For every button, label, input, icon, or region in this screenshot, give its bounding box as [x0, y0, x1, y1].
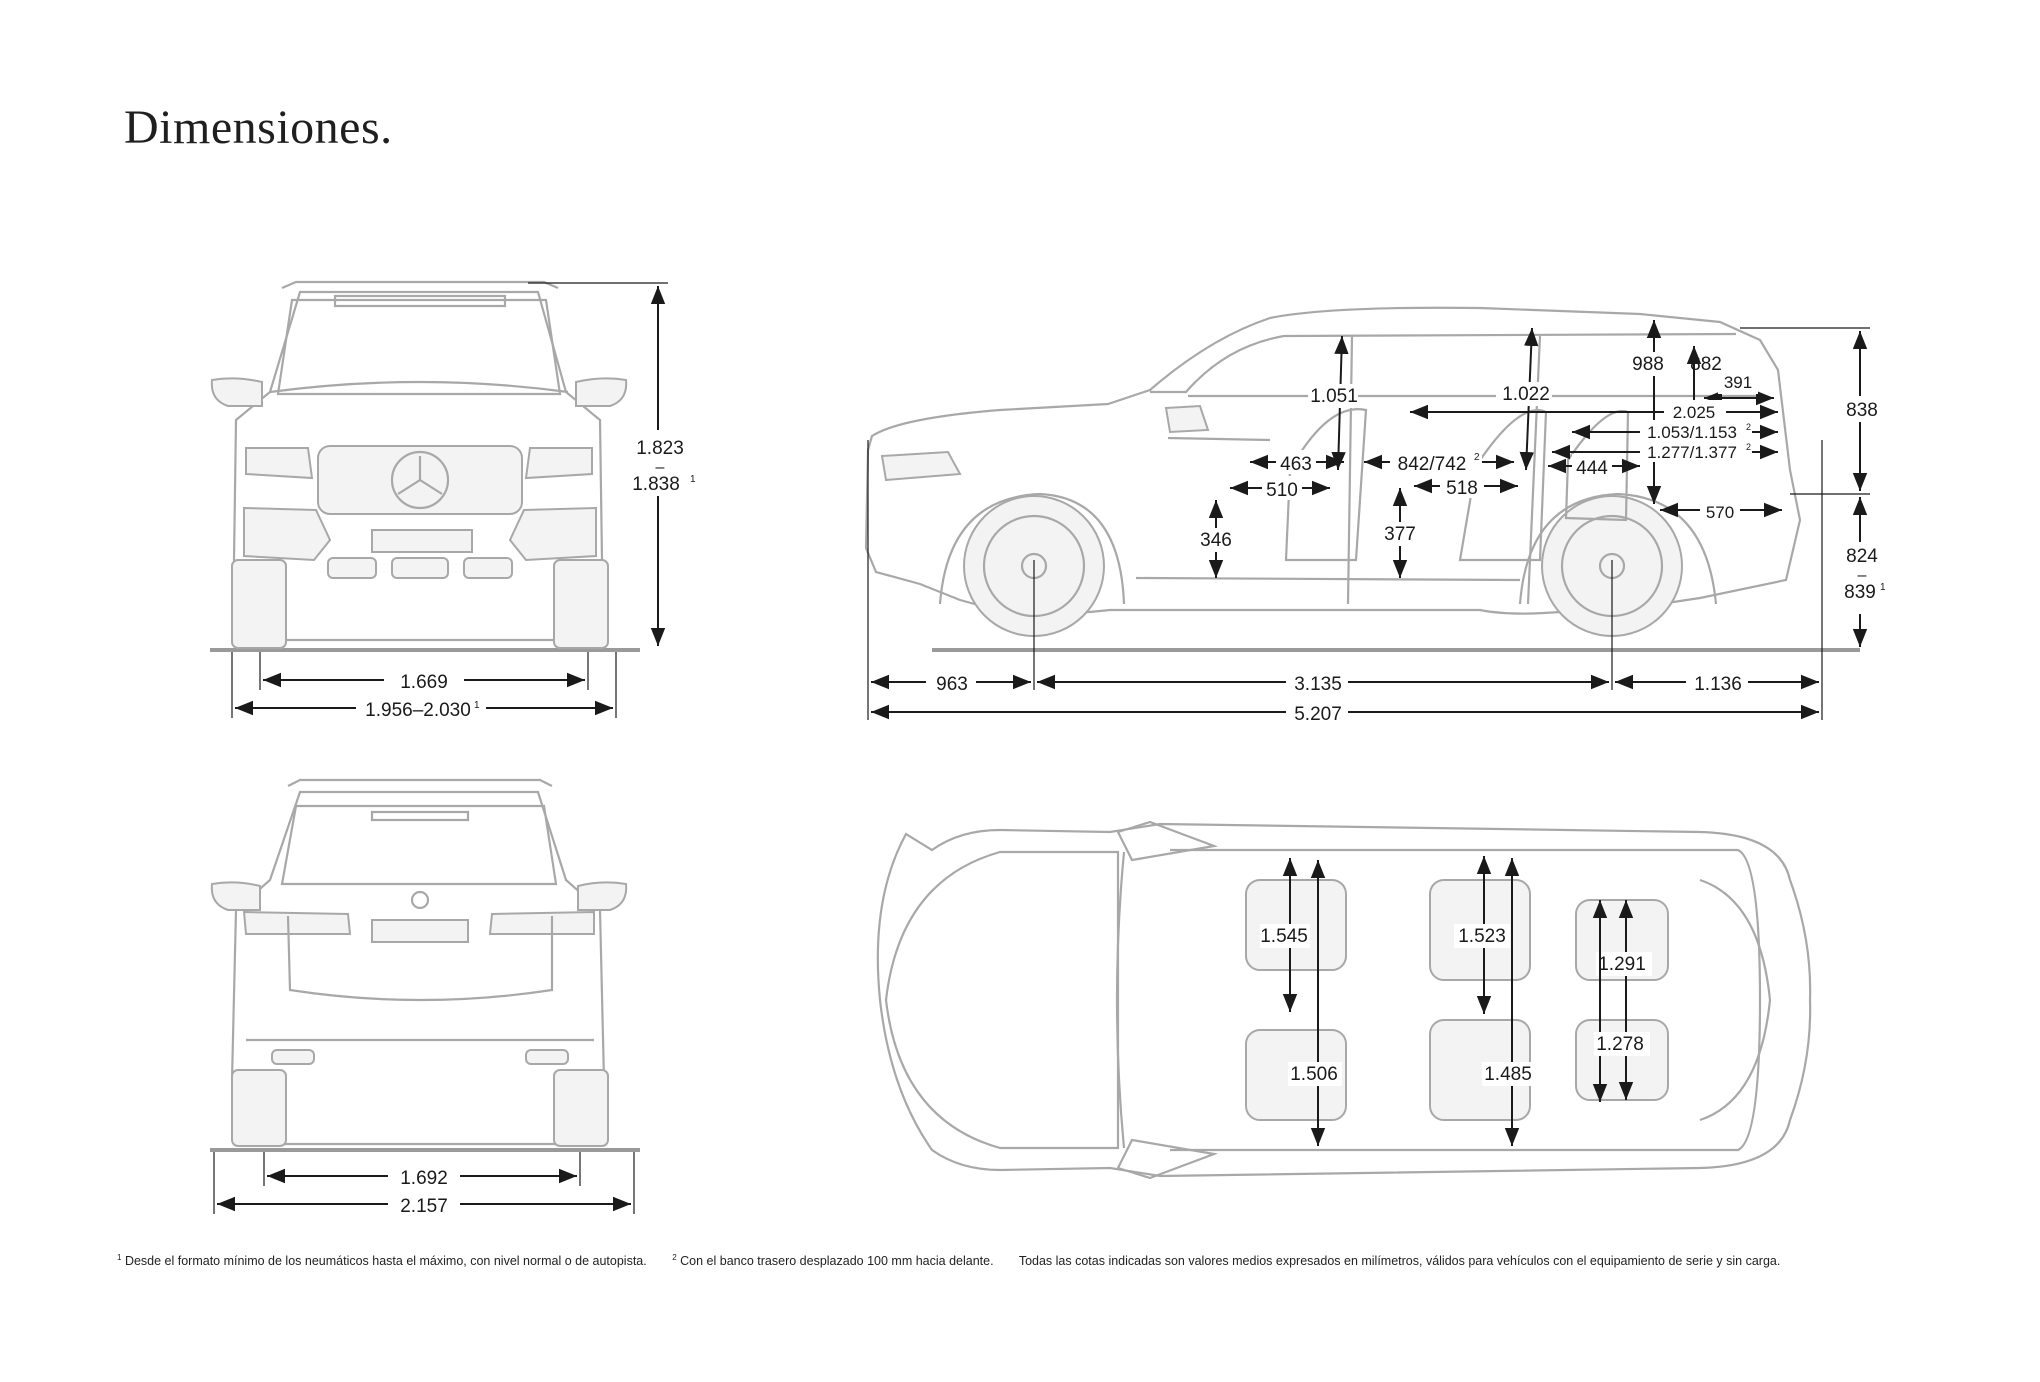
headroom-row1-value: 1.051 [1310, 386, 1358, 407]
side-view: 963 3.135 1.136 5.207 1.051 1.022 988 [864, 306, 1892, 725]
footnote-2: 2 Con el banco trasero desplazado 100 mm… [672, 1253, 994, 1269]
cargo-2025-value: 2.025 [1673, 403, 1716, 422]
cargo-1053-sup: 2 [1746, 422, 1751, 432]
page-title: Dimensiones. [124, 101, 393, 154]
elbow-row2-value: 1.485 [1484, 1064, 1532, 1085]
cargo-1277-sup: 2 [1746, 442, 1751, 452]
cargo-570-value: 570 [1706, 503, 1734, 522]
lower-824-value: 824 [1846, 546, 1878, 567]
shoulder-row2-value: 1.523 [1458, 926, 1506, 947]
legroom-518-value: 518 [1446, 478, 1478, 499]
shoulder-row3-value: 1.291 [1598, 954, 1646, 975]
legroom-444-value: 444 [1576, 458, 1608, 479]
elbow-row3-value: 1.278 [1596, 1034, 1644, 1055]
front-width-sup: 1 [474, 700, 480, 711]
lower-839-sup: 1 [1880, 582, 1886, 593]
length-value: 5.207 [1294, 704, 1342, 725]
headroom-row3b-value: 882 [1690, 354, 1722, 375]
cargo-1053-value: 1.053/1.153 [1647, 423, 1737, 442]
top-view: 1.545 1.506 1.523 1.485 1.291 1.278 [876, 820, 1812, 1180]
elbow-row1-value: 1.506 [1290, 1064, 1338, 1085]
seat-346-value: 346 [1200, 530, 1232, 551]
footnote-3: Todas las cotas indicadas son valores me… [1018, 1254, 1781, 1269]
legroom-842-value: 842/742 [1398, 454, 1467, 475]
rear-width-value: 2.157 [400, 1196, 448, 1217]
upper-838-value: 838 [1846, 400, 1878, 421]
front-height-sep: – [656, 459, 665, 476]
legroom-510-value: 510 [1266, 480, 1298, 501]
shoulder-row1-value: 1.545 [1260, 926, 1308, 947]
front-view: 1.823 – 1.838 1 1.669 1.956–2.030 1 [210, 280, 696, 721]
seat-377-value: 377 [1384, 524, 1416, 545]
wheelbase-value: 3.135 [1294, 674, 1342, 695]
rear-overhang-value: 1.136 [1694, 674, 1742, 695]
rear-car-outline [210, 778, 628, 1147]
front-width-value: 1.956–2.030 [365, 700, 471, 721]
cargo-391-value: 391 [1724, 373, 1752, 392]
lower-839-value: 839 [1844, 582, 1876, 603]
top-car-outline [876, 820, 1812, 1180]
front-height-alt-sup: 1 [690, 474, 696, 485]
cargo-1277-value: 1.277/1.377 [1647, 443, 1737, 462]
front-car-outline [210, 280, 628, 649]
rear-track-value: 1.692 [400, 1168, 448, 1189]
front-overhang-value: 963 [936, 674, 968, 695]
headroom-row2-value: 1.022 [1502, 384, 1550, 405]
legroom-842-sup: 2 [1474, 452, 1480, 463]
front-height-value: 1.823 [636, 438, 684, 459]
footnote-1: 1 Desde el formato mínimo de los neumáti… [117, 1253, 647, 1269]
front-track-value: 1.669 [400, 672, 448, 693]
front-height-alt: 1.838 [632, 474, 680, 495]
rear-view: 1.692 2.157 [210, 778, 640, 1217]
legroom-463-value: 463 [1280, 454, 1312, 475]
footnotes: 1 Desde el formato mínimo de los neumáti… [117, 1253, 1802, 1268]
lower-sep: – [1858, 567, 1867, 584]
headroom-row3-value: 988 [1632, 354, 1664, 375]
